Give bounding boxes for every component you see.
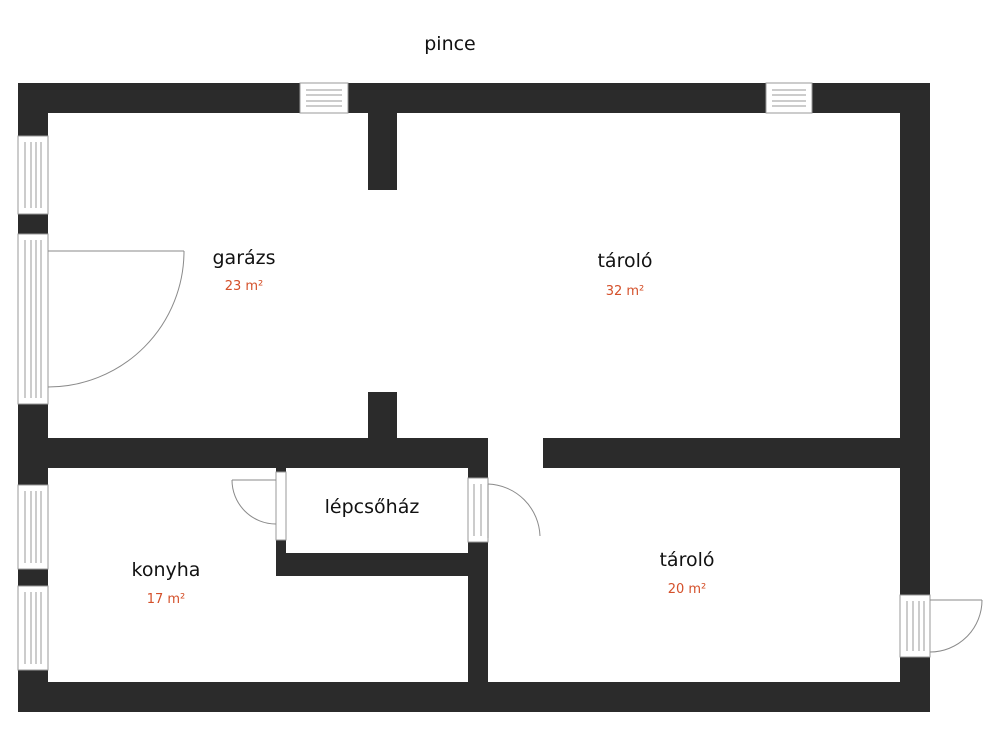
wall-stair-bottom xyxy=(276,553,488,576)
room-area: 20 m² xyxy=(668,582,707,597)
room-tarolo-small: tároló 20 m² xyxy=(659,549,714,597)
room-name: tároló xyxy=(597,250,652,272)
wall-mid-left xyxy=(48,438,488,468)
room-lepcsohaz: lépcsőház xyxy=(325,496,420,518)
room-garazs: garázs 23 m² xyxy=(212,247,275,294)
doors xyxy=(47,250,983,658)
room-name: konyha xyxy=(132,559,201,581)
room-tarolo-large: tároló 32 m² xyxy=(597,250,652,299)
window-left-1 xyxy=(17,135,49,215)
door-right-exterior xyxy=(899,594,983,658)
room-name: lépcsőház xyxy=(325,496,420,518)
room-area: 32 m² xyxy=(606,284,645,299)
window-left-3 xyxy=(17,484,49,570)
room-name: garázs xyxy=(212,247,275,269)
room-area: 17 m² xyxy=(147,592,186,607)
room-konyha: konyha 17 m² xyxy=(132,559,201,607)
windows xyxy=(17,82,813,671)
wall-stub-upper xyxy=(368,113,397,190)
window-left-4 xyxy=(17,585,49,671)
window-top-1 xyxy=(299,82,349,114)
floor-title: pince xyxy=(424,33,476,55)
window-top-2 xyxy=(765,82,813,114)
door-garage xyxy=(47,250,185,388)
wall-mid-right xyxy=(543,438,900,468)
room-area: 23 m² xyxy=(225,279,264,294)
door-stair-left xyxy=(231,471,287,541)
room-name: tároló xyxy=(659,549,714,571)
window-left-2 xyxy=(17,233,49,405)
walls xyxy=(18,83,930,712)
door-stair-right xyxy=(467,477,541,543)
